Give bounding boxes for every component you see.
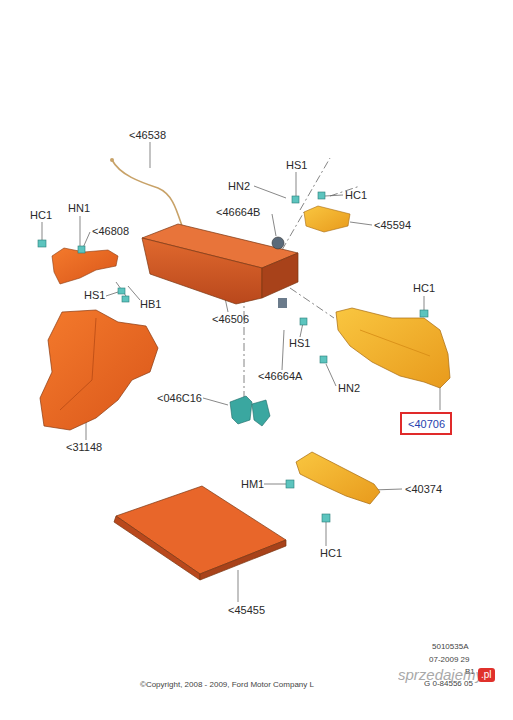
copyright-note: ©Copyright, 2008 - 2009, Ford Motor Comp… — [140, 680, 314, 690]
left-upper-trim — [52, 248, 118, 284]
watermark-badge: .pl — [478, 668, 495, 682]
clip-code: HM1 — [241, 478, 264, 491]
clip-code: HN2 — [228, 180, 250, 193]
date-code: 07-2009 29 — [429, 655, 469, 665]
clip-code: HS1 — [84, 289, 105, 302]
callout-number: <46664A — [258, 370, 302, 383]
drawing-code: 5010535A — [432, 642, 468, 652]
clip-code: HC1 — [320, 547, 342, 560]
callout-number: <31148 — [66, 441, 102, 454]
highlight-box: <40706 — [400, 412, 452, 435]
clip-code: HB1 — [140, 298, 161, 311]
callout-number: <45594 — [374, 219, 411, 232]
knob — [272, 237, 284, 249]
sill-trim — [296, 452, 380, 504]
callout-number: <46808 — [92, 225, 129, 238]
load-floor — [114, 486, 286, 580]
clip-code: HN2 — [338, 382, 360, 395]
callout-number: <40706 — [408, 418, 445, 431]
callout-number: <46506 — [212, 313, 249, 326]
clip-code: HC1 — [413, 282, 435, 295]
clip-code: HC1 — [30, 209, 52, 222]
clip-code: HS1 — [289, 337, 310, 350]
cable — [112, 160, 182, 226]
watermark: sprzedajemy — [398, 666, 483, 684]
holder — [278, 298, 287, 308]
side-trim-panel — [40, 310, 158, 430]
callout-number: <40374 — [405, 483, 442, 496]
yellow-trim-small — [304, 206, 350, 232]
clip-code: HN1 — [68, 202, 90, 215]
callout-number: <45455 — [228, 604, 265, 617]
right-side-trim — [336, 308, 450, 388]
bracket — [230, 396, 270, 426]
clips — [38, 192, 428, 522]
callout-number: <046C16 — [157, 392, 202, 405]
clip-code: HS1 — [286, 159, 307, 172]
parcel-shelf — [142, 224, 298, 304]
callout-number: <46664B — [216, 206, 260, 219]
callout-number: <46538 — [129, 129, 166, 142]
clip-code: HC1 — [345, 189, 367, 202]
